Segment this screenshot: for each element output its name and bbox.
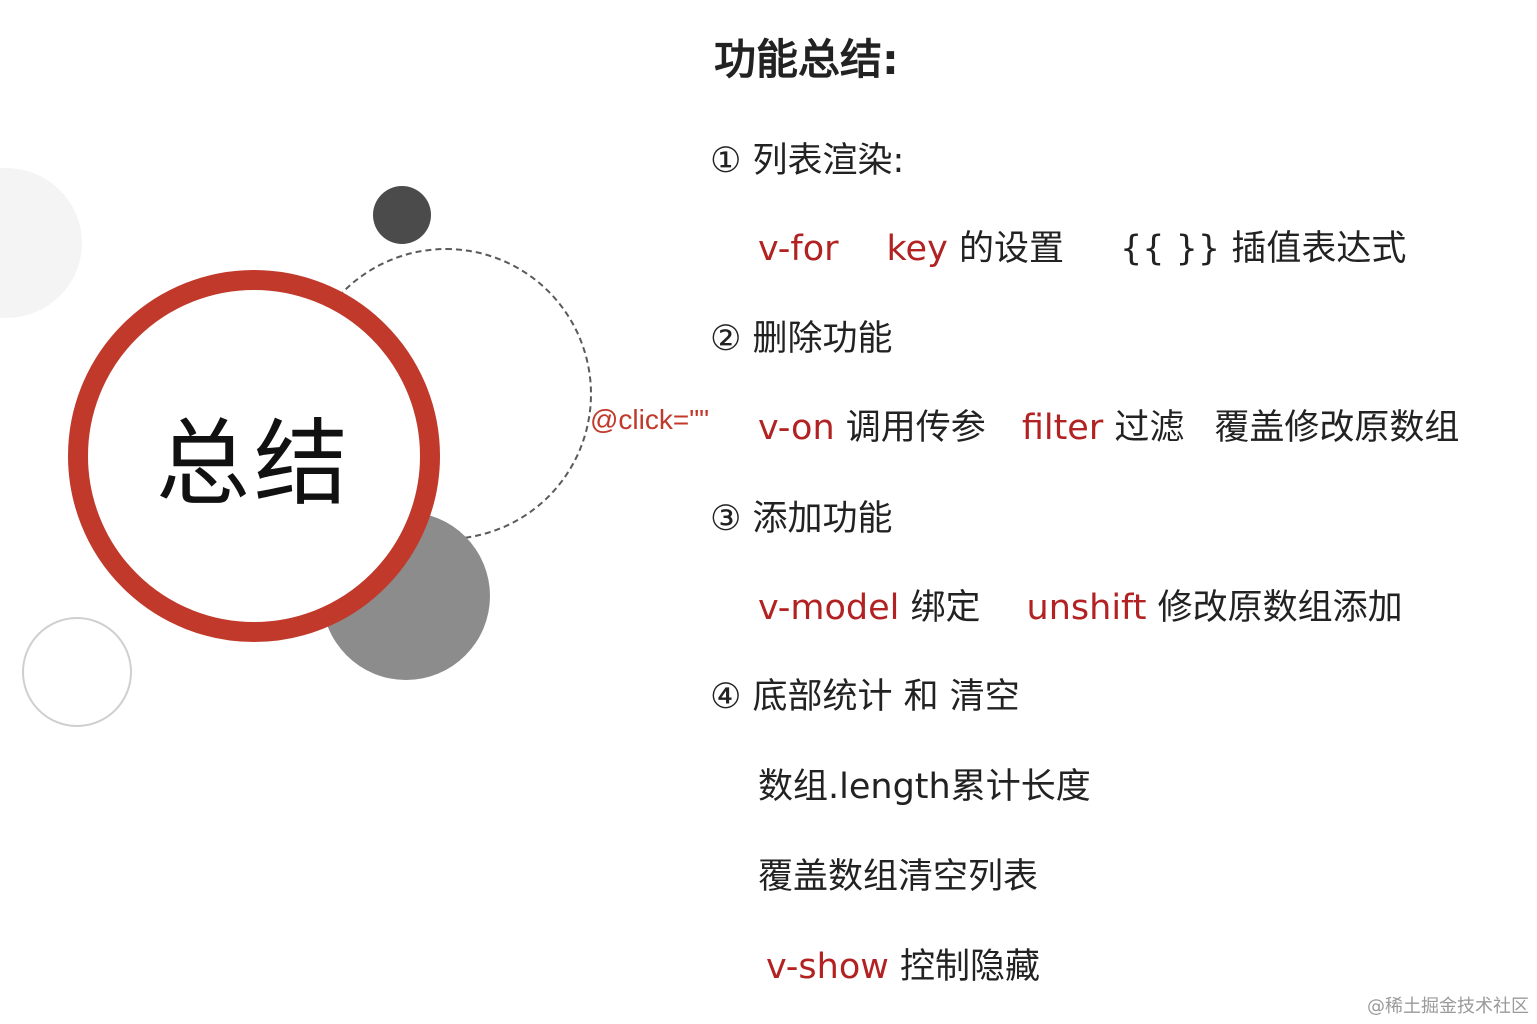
unshift-description: 修改原数组添加 xyxy=(1157,588,1403,628)
section-heading-3: ③ 添加功能 xyxy=(710,499,893,539)
keyword-v-model: v-model xyxy=(758,588,900,628)
keyword-braces: {{ }} xyxy=(1119,229,1221,269)
section-4-v-show: v-show 控制隐藏 xyxy=(766,938,1040,989)
v-on-description: 调用传参 xyxy=(845,408,986,448)
clear-description: 覆盖数组清空列表 xyxy=(758,857,1039,897)
keyword-filter: filter xyxy=(1021,408,1104,448)
section-heading-2: ② 删除功能 xyxy=(710,319,893,359)
click-annotation: @click="" xyxy=(590,404,710,435)
keyword-key: key xyxy=(886,229,948,269)
keyword-v-show: v-show xyxy=(766,947,889,987)
key-description: 的设置 xyxy=(958,229,1064,269)
section-heading-4: ④ 底部统计 和 清空 xyxy=(710,677,1020,717)
summary-circle-label: 总结 xyxy=(155,410,352,519)
section-3-details: v-model 绑定 unshift 修改原数组添加 xyxy=(758,579,1403,630)
v-model-description: 绑定 xyxy=(910,588,981,628)
braces-description: 插值表达式 xyxy=(1231,229,1407,269)
v-show-description: 控制隐藏 xyxy=(900,947,1041,987)
decorative-dark-dot xyxy=(373,186,431,244)
section-2-details: v-on 调用传参 filter 过滤覆盖修改原数组 xyxy=(758,399,1459,450)
decorative-outline-circle xyxy=(22,617,132,727)
summary-circle: 总结 xyxy=(68,270,440,642)
length-description: 数组.length累计长度 xyxy=(758,767,1091,807)
keyword-v-on: v-on xyxy=(758,408,835,448)
filter-description: 过滤 xyxy=(1114,408,1185,448)
watermark: @稀土掘金技术社区 xyxy=(1367,996,1529,1017)
page-title: 功能总结: xyxy=(714,35,899,84)
keyword-v-for: v-for xyxy=(758,229,839,269)
section-1-details: v-for key 的设置 {{ }} 插值表达式 xyxy=(758,220,1406,271)
decorative-blob xyxy=(0,168,82,318)
keyword-unshift: unshift xyxy=(1026,588,1147,628)
section-heading-1: ① 列表渲染: xyxy=(710,141,905,181)
overwrite-description: 覆盖修改原数组 xyxy=(1214,408,1460,448)
